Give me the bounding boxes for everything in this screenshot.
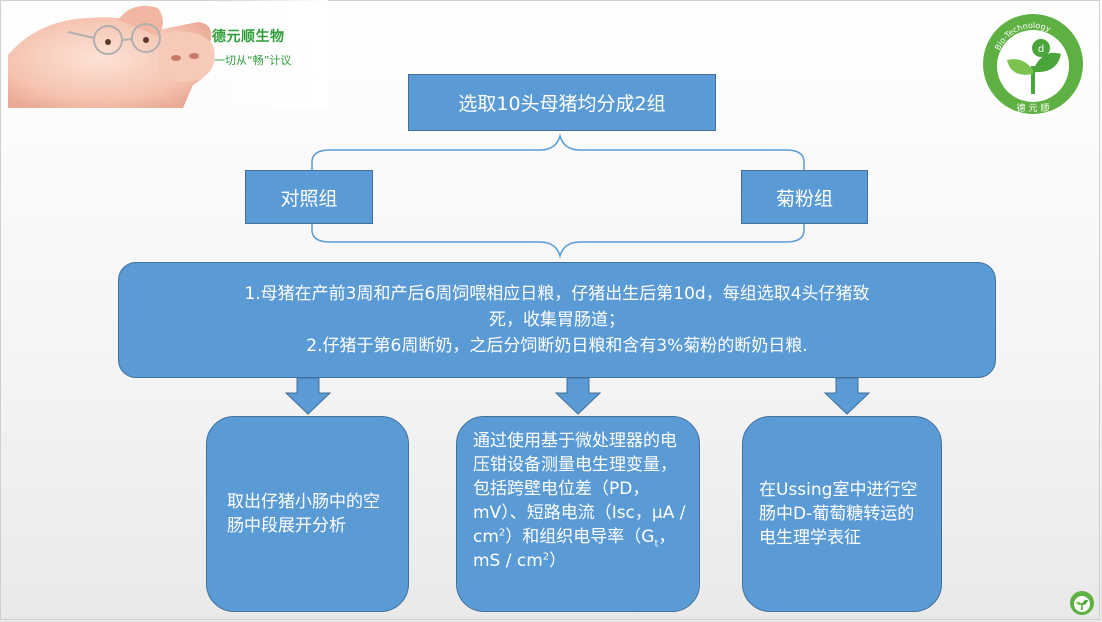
company-logo-icon: Bio-Technology d 德 元 顺 — [979, 10, 1087, 118]
procedure-line-3: 2.仔猪于第6周断奶，之后分饲断奶日粮和含有3%菊粉的断奶日粮. — [306, 336, 808, 356]
arrow-down-2 — [554, 377, 602, 415]
step2-sup-2: 2 — [542, 551, 550, 563]
brand-slogan: 一切从“畅”计议 — [214, 54, 292, 67]
procedure-box: 1.母猪在产前3周和产后6周饲喂相应日粮，仔猪出生后第10d，每组选取4头仔猪致… — [118, 262, 996, 378]
procedure-line-2: 死，收集胃肠道； — [489, 310, 625, 330]
step2-sup-1: 2 — [498, 527, 506, 539]
logo-chars: 德 元 顺 — [1017, 102, 1050, 114]
svg-text:d: d — [1038, 44, 1044, 55]
procedure-line-1: 1.母猪在产前3周和产后6周饲喂相应日粮，仔猪出生后第10d，每组选取4头仔猪致 — [244, 284, 870, 304]
step2-part-c: ，mS / cm — [473, 527, 676, 571]
control-group-box: 对照组 — [245, 170, 373, 224]
mini-logo-icon — [1070, 591, 1094, 615]
step2-part-b: ）和组织电导率（G — [505, 527, 655, 547]
step-voltage-clamp-box: 通过使用基于微处理器的电压钳设备测量电生理变量，包括跨壁电位差（PD，mV）、短… — [456, 416, 700, 612]
inulin-group-box: 菊粉组 — [741, 170, 868, 224]
arrow-down-1 — [284, 377, 332, 415]
step2-part-a: 通过使用基于微处理器的电压钳设备测量电生理变量，包括跨壁电位差（PD，mV）、短… — [473, 431, 686, 547]
step-jejunum-text: 取出仔猪小肠中的空肠中段展开分析 — [227, 492, 380, 536]
step2-sub: t — [654, 538, 659, 550]
pig-with-glasses-image — [8, 0, 328, 108]
step-jejunum-box: 取出仔猪小肠中的空肠中段展开分析 — [206, 416, 409, 612]
step-ussing-box: 在Ussing室中进行空肠中D-葡萄糖转运的电生理学表征 — [742, 416, 942, 612]
arrow-down-3 — [823, 377, 871, 415]
step2-part-d: ） — [549, 551, 567, 571]
step-voltage-clamp-text: 通过使用基于微处理器的电压钳设备测量电生理变量，包括跨壁电位差（PD，mV）、短… — [473, 429, 687, 573]
title-box: 选取10头母猪均分成2组 — [408, 74, 716, 131]
step-ussing-text: 在Ussing室中进行空肠中D-葡萄糖转运的电生理学表征 — [759, 480, 918, 548]
brand-name: 德元顺生物 — [212, 29, 285, 45]
